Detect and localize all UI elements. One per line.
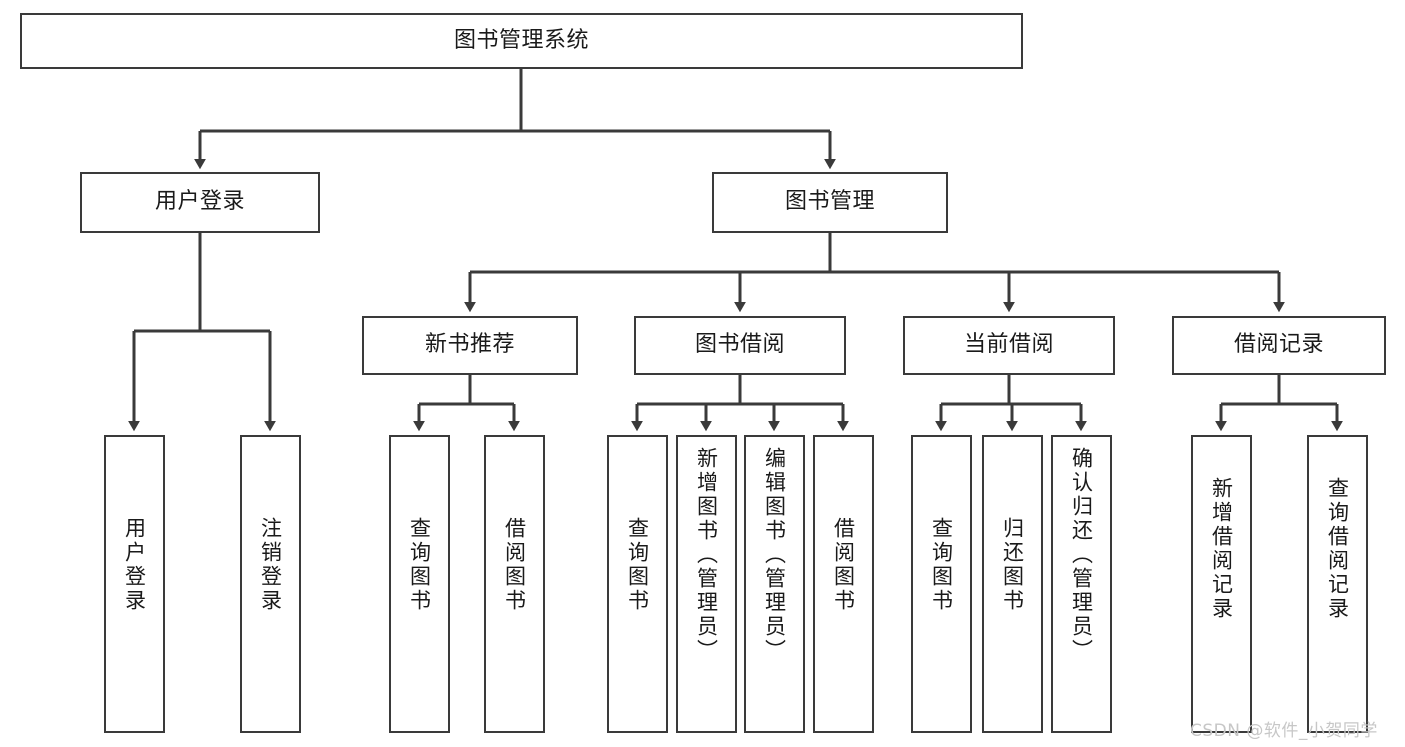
leaf-edit-book[interactable]: 编辑图书（管理员） xyxy=(744,435,805,733)
leaf-edit-book-label: 编辑图书（管理员） xyxy=(762,447,787,663)
leaf-query-book-1[interactable]: 查询图书 xyxy=(389,435,450,733)
leaf-query-record[interactable]: 查询借阅记录 xyxy=(1307,435,1368,733)
leaf-add-book[interactable]: 新增图书（管理员） xyxy=(676,435,737,733)
leaf-return-book-label: 归还图书 xyxy=(1000,517,1025,613)
node-root-label: 图书管理系统 xyxy=(453,27,589,53)
node-current-borrow-label: 当前借阅 xyxy=(963,332,1054,358)
leaf-borrow-book-2[interactable]: 借阅图书 xyxy=(813,435,874,733)
leaf-query-book-1-label: 查询图书 xyxy=(407,517,432,613)
leaf-confirm-return-label: 确认归还（管理员） xyxy=(1069,447,1094,663)
node-book-borrow-label: 图书借阅 xyxy=(694,332,785,358)
leaf-user-logout[interactable]: 注销登录 xyxy=(240,435,301,733)
leaf-return-book[interactable]: 归还图书 xyxy=(982,435,1043,733)
leaf-add-book-label: 新增图书（管理员） xyxy=(694,447,719,663)
leaf-query-book-2[interactable]: 查询图书 xyxy=(607,435,668,733)
node-new-book-rec-label: 新书推荐 xyxy=(424,332,515,358)
node-borrow-record-label: 借阅记录 xyxy=(1233,332,1324,358)
node-new-book-rec[interactable]: 新书推荐 xyxy=(362,316,578,375)
leaf-query-book-3-label: 查询图书 xyxy=(929,517,954,613)
leaf-query-book-2-label: 查询图书 xyxy=(625,517,650,613)
node-user-login-label: 用户登录 xyxy=(154,189,245,215)
node-book-manage[interactable]: 图书管理 xyxy=(712,172,948,233)
node-book-manage-label: 图书管理 xyxy=(784,189,875,215)
watermark: CSDN @软件_小贺同学 xyxy=(1190,721,1378,741)
leaf-add-record-label: 新增借阅记录 xyxy=(1209,477,1234,621)
leaf-user-logout-label: 注销登录 xyxy=(258,517,283,613)
node-borrow-record[interactable]: 借阅记录 xyxy=(1172,316,1386,375)
leaf-borrow-book-1[interactable]: 借阅图书 xyxy=(484,435,545,733)
leaf-confirm-return[interactable]: 确认归还（管理员） xyxy=(1051,435,1112,733)
leaf-user-login[interactable]: 用户登录 xyxy=(104,435,165,733)
node-book-borrow[interactable]: 图书借阅 xyxy=(634,316,846,375)
node-user-login[interactable]: 用户登录 xyxy=(80,172,320,233)
leaf-borrow-book-1-label: 借阅图书 xyxy=(502,517,527,613)
node-current-borrow[interactable]: 当前借阅 xyxy=(903,316,1115,375)
leaf-query-book-3[interactable]: 查询图书 xyxy=(911,435,972,733)
node-root[interactable]: 图书管理系统 xyxy=(20,13,1023,69)
leaf-query-record-label: 查询借阅记录 xyxy=(1325,477,1350,621)
leaf-borrow-book-2-label: 借阅图书 xyxy=(831,517,856,613)
leaf-user-login-label: 用户登录 xyxy=(122,517,147,613)
leaf-add-record[interactable]: 新增借阅记录 xyxy=(1191,435,1252,733)
